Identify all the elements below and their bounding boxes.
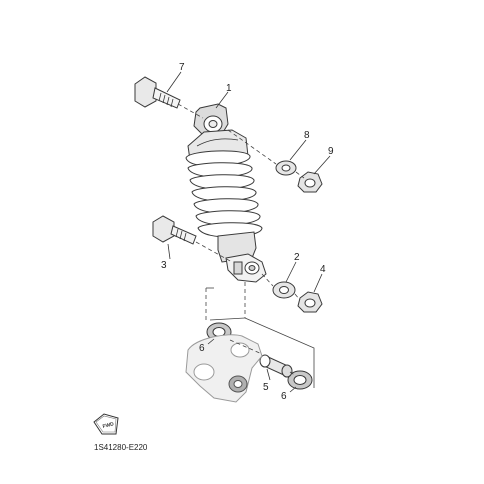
callout-8: 8 [304,130,310,141]
part-4-nut [297,291,323,313]
callout-5: 5 [263,382,269,393]
callout-3: 3 [161,260,167,271]
callout-7: 7 [179,62,185,73]
relay-arm [185,334,263,403]
forward-arrow-icon: FWD [93,413,119,435]
part-3-lower-bolt [152,215,197,245]
callout-6-lower: 6 [281,391,287,402]
assembly-bracket [206,287,315,388]
callout-4: 4 [320,264,326,275]
part-1-shock-absorber [185,103,267,283]
callout-9: 9 [328,146,334,157]
callout-2: 2 [294,252,300,263]
callout-leaders [166,71,331,393]
part-8-washer [275,160,297,176]
fwd-label: FWD [102,421,115,430]
part-5-collar [259,354,293,378]
part-6-bearing-right [287,370,313,390]
part-2-washer [272,281,296,299]
callout-6-upper: 6 [199,343,205,354]
part-7-upper-bolt [134,76,181,109]
part-9-nut [297,171,323,193]
diagram-code: 1S41280-E220 [94,443,148,452]
callout-1: 1 [226,83,232,94]
assembly-lines [177,103,305,377]
